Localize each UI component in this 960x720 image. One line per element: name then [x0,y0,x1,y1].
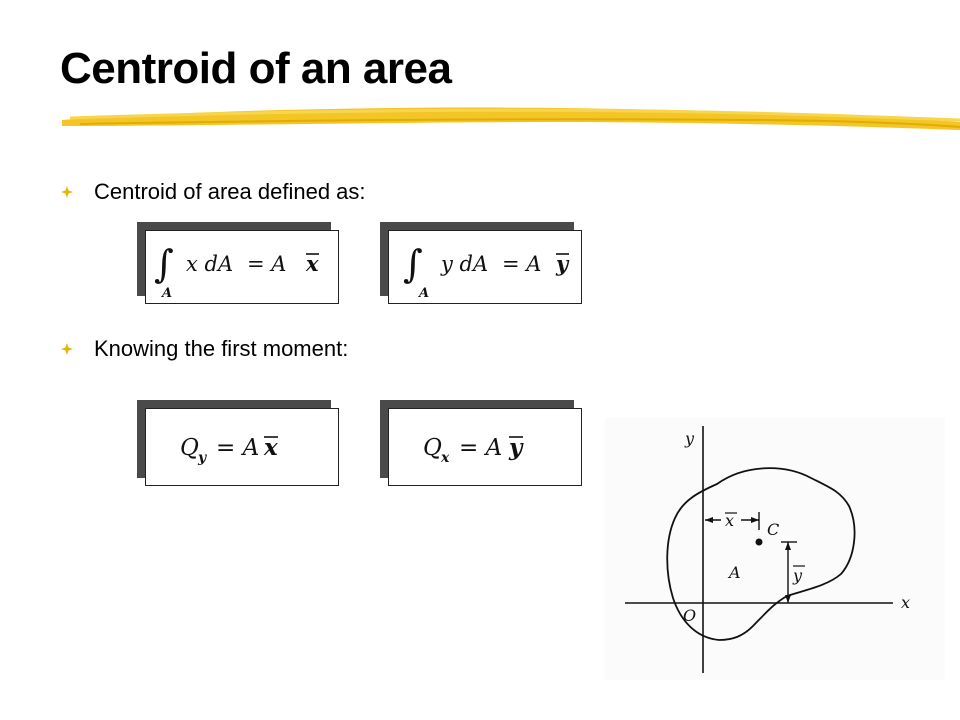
centroid-point [755,538,763,546]
integral-limit: A [417,286,429,301]
moment-symbol: Q [423,435,442,461]
bar-variable: y [508,434,524,461]
area-outline [666,467,856,641]
y-axis-label: y [684,429,695,448]
ybar-label: y [792,566,803,585]
title-underline-brushstroke [62,107,960,130]
equation-rhs: = A [502,252,541,276]
area-label: A [727,563,741,582]
equation-rhs: = A [459,435,502,461]
bullet-text: Centroid of area defined as: [94,179,366,204]
diamond-star-icon [61,343,73,355]
moment-symbol: Q [180,435,199,461]
bar-variable: y [555,251,570,276]
moment-subscript: y [197,450,207,466]
integrand: x dA [186,252,233,276]
centroid-label: C [767,520,779,539]
equation-qy: Q y = A x [145,408,339,486]
x-axis-label: x [901,593,910,612]
svg-text:∫: ∫ [154,242,174,286]
bullet-text: Knowing the first moment: [94,336,349,361]
slide-title: Centroid of an area [60,44,452,93]
equation-y-integral: ∫ A y dA = A y [388,230,582,304]
svg-text:∫: ∫ [403,242,423,286]
bar-variable: x [263,434,278,461]
xbar-label: x [725,511,734,530]
equation-qx: Q x = A y [388,408,582,486]
integral-limit: A [160,286,172,301]
centroid-diagram: y x O x C y A [605,418,945,680]
bar-variable: x [305,251,319,276]
integrand: y dA [440,252,488,276]
equation-rhs: = A [216,435,259,461]
moment-subscript: x [440,450,450,466]
diamond-star-icon [61,186,73,198]
equation-x-integral: ∫ A x dA = A x [145,230,339,304]
equation-rhs: = A [247,252,286,276]
origin-label: O [683,606,696,625]
